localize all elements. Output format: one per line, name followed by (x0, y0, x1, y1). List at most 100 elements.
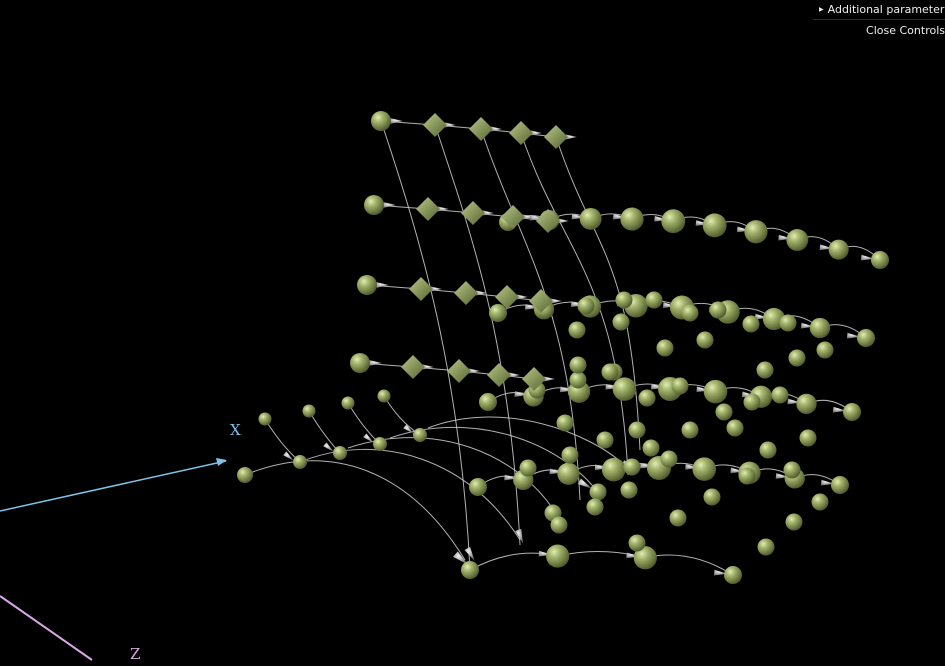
particle-diamond (495, 285, 519, 309)
particle-sphere (596, 431, 614, 449)
particle-sphere (371, 111, 391, 131)
particle-sphere (771, 386, 789, 404)
folder-label: Additional parameters (827, 3, 945, 16)
particle-sphere (724, 566, 742, 584)
vector-arrow (522, 214, 534, 220)
flow-curves (244, 120, 881, 576)
particle-diamond (409, 277, 433, 301)
folder-collapsed-triangle-icon: ▶ (819, 6, 824, 13)
particle-diamond (423, 113, 447, 137)
particle-sphere (809, 317, 831, 339)
vector-arrow (369, 360, 382, 366)
x-axis-label: X (230, 421, 241, 439)
particle-sphere (623, 458, 641, 476)
controls-panel: ▶Additional parameters Close Controls (813, 0, 945, 41)
particle-sphere (569, 356, 587, 374)
particle-sphere (756, 361, 774, 379)
particle-diamond (416, 197, 440, 221)
vector-arrow (832, 406, 846, 413)
particle-sphere (799, 429, 817, 447)
flow-curve (383, 395, 421, 436)
vector-arrow (464, 546, 475, 561)
particle-sphere (615, 291, 633, 309)
particle-sphere (601, 363, 619, 381)
vector-arrow (565, 134, 577, 140)
particle-sphere (681, 304, 699, 322)
particle-sphere (786, 229, 809, 251)
close-controls-button[interactable]: Close Controls (866, 24, 945, 37)
particle-sphere (364, 195, 384, 215)
particle-sphere (489, 304, 507, 322)
particle-sphere (341, 396, 355, 410)
particle-sphere (258, 412, 272, 426)
vector-arrow (482, 210, 494, 216)
vector-arrow (516, 294, 528, 300)
particle-sphere (692, 457, 717, 481)
particle-sphere (715, 403, 733, 421)
particle-diamonds (401, 113, 568, 391)
particle-sphere (702, 213, 727, 238)
particle-sphere (357, 275, 377, 295)
particle-sphere (779, 314, 797, 332)
x-axis-line (0, 460, 227, 512)
particle-sphere (743, 393, 761, 411)
vector-arrow (468, 368, 480, 374)
particle-sphere (757, 538, 775, 556)
vector-arrow (543, 376, 555, 382)
particle-sphere (871, 251, 889, 269)
particle-sphere (759, 441, 777, 459)
particle-sphere (843, 403, 861, 421)
particle-sphere (742, 315, 760, 333)
particle-diamond (501, 205, 525, 229)
vector-arrow (713, 569, 727, 576)
particle-spheres (237, 111, 889, 584)
particle-sphere (703, 488, 721, 506)
particle-sphere (633, 546, 657, 570)
particle-sphere (612, 377, 637, 401)
particle-sphere (579, 207, 602, 230)
particle-diamond (487, 363, 511, 387)
particle-sphere (620, 481, 638, 499)
particle-sphere (762, 307, 786, 331)
particle-sphere (696, 331, 714, 349)
particle-sphere (469, 478, 487, 496)
flow-curve (520, 132, 629, 476)
particle-sphere (726, 419, 744, 437)
x-axis-arrowhead (216, 458, 227, 466)
vector-arrow (475, 290, 487, 296)
vector-arrow (577, 478, 592, 489)
particle-diamond (509, 121, 533, 145)
particle-sphere (519, 459, 537, 477)
particle-sphere (333, 446, 347, 460)
vector-arrow (403, 424, 414, 434)
particle-sphere (738, 467, 756, 485)
particle-diamond (461, 201, 485, 225)
flow-curve (264, 418, 301, 463)
vector-arrow (422, 364, 434, 370)
particle-sphere (660, 450, 678, 468)
particle-diamond (447, 359, 471, 383)
vector-arrow (846, 332, 860, 339)
vector-arrow (820, 479, 834, 486)
vector-arrow (490, 126, 502, 132)
vector-arrow (530, 130, 542, 136)
additional-parameters-folder[interactable]: ▶Additional parameters (813, 0, 945, 20)
particle-sphere (642, 439, 660, 457)
particle-sphere (550, 516, 568, 534)
particle-diamond (536, 209, 560, 233)
vector-arrow (390, 118, 403, 124)
particle-diamond (469, 117, 493, 141)
particle-sphere (785, 513, 803, 531)
particle-diamond (529, 289, 553, 313)
z-axis-label: Z (130, 645, 141, 663)
particle-sphere (703, 379, 728, 404)
particle-sphere (831, 476, 849, 494)
particle-sphere (788, 349, 806, 367)
vector-arrow (557, 218, 569, 224)
flow-curve (299, 449, 521, 541)
particle-sphere (638, 389, 656, 407)
particle-sphere (569, 371, 587, 389)
vector-arrow (508, 372, 520, 378)
particle-sphere (816, 341, 834, 359)
